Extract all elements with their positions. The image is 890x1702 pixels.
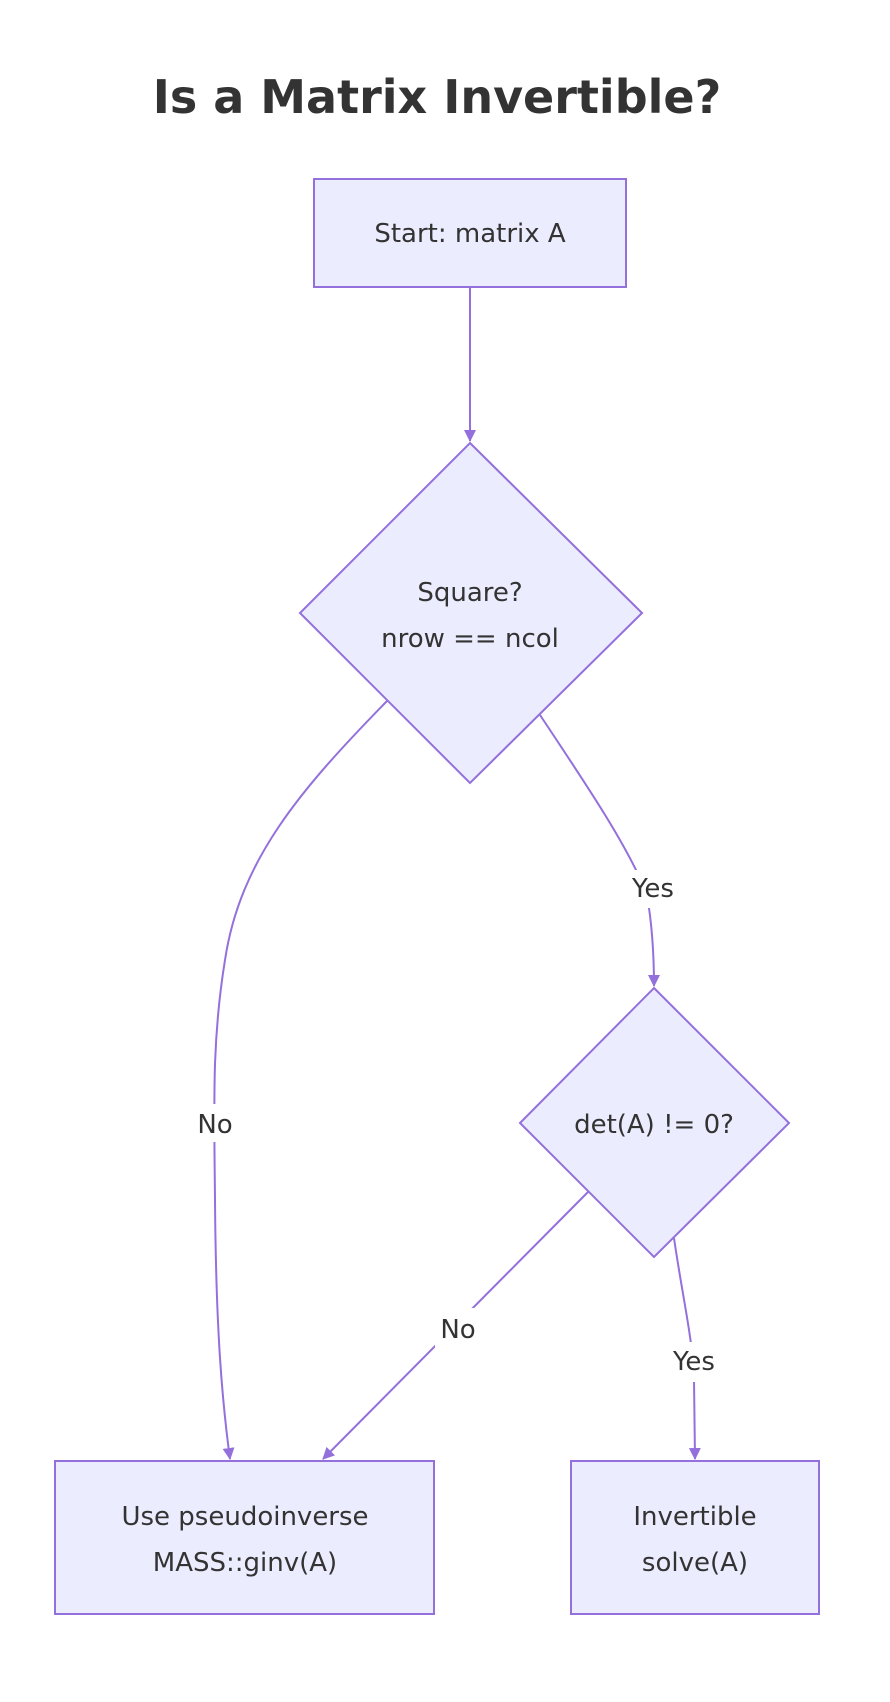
- diagram-title: Is a Matrix Invertible?: [153, 70, 722, 124]
- node-det-decision[interactable]: det(A) != 0?: [518, 986, 791, 1259]
- node-square-line1: Square?: [417, 578, 522, 608]
- node-det-label: det(A) != 0?: [574, 1110, 734, 1140]
- node-invertible-line1: Invertible: [633, 1502, 756, 1532]
- node-start-label: Start: matrix A: [374, 219, 566, 249]
- edge-label-det-yes: Yes: [666, 1342, 722, 1382]
- edge-label-text: Yes: [631, 874, 674, 904]
- node-invertible[interactable]: Invertible solve(A): [570, 1460, 820, 1615]
- node-start[interactable]: Start: matrix A: [313, 178, 627, 288]
- edge-label-square-yes: Yes: [625, 870, 681, 908]
- node-pseudoinverse[interactable]: Use pseudoinverse MASS::ginv(A): [54, 1460, 435, 1615]
- edge-label-text: No: [440, 1315, 475, 1345]
- edge-square-no: [213, 700, 388, 1460]
- edge-label-text: Yes: [672, 1347, 715, 1377]
- edge-label-square-no: No: [192, 1104, 238, 1142]
- node-square-line2: nrow == ncol: [381, 624, 559, 654]
- edge-label-det-no: No: [435, 1308, 481, 1348]
- node-pseudo-line2: MASS::ginv(A): [153, 1548, 337, 1578]
- node-invertible-line2: solve(A): [642, 1548, 748, 1578]
- edge-label-text: No: [197, 1110, 232, 1140]
- node-square-decision[interactable]: Square? nrow == ncol: [298, 441, 644, 785]
- edge-square-yes: [539, 714, 660, 987]
- node-pseudo-line1: Use pseudoinverse: [121, 1502, 368, 1532]
